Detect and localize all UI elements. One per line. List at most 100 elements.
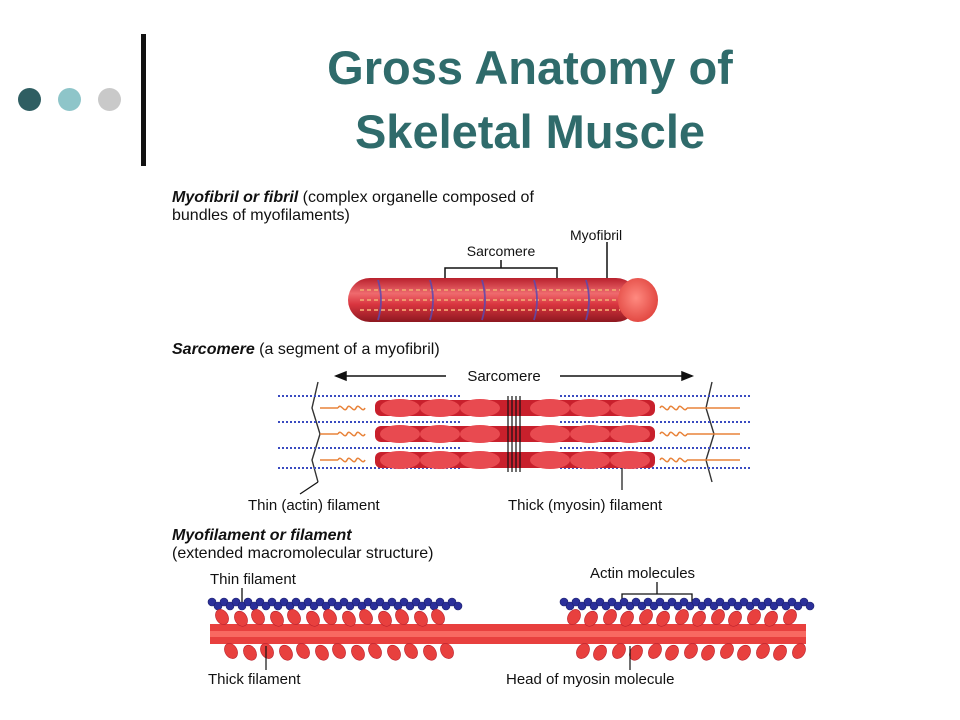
actin-bead (619, 597, 629, 607)
actin-bead (327, 597, 337, 607)
actin-bead (781, 601, 791, 611)
actin-bead (315, 597, 325, 607)
actin-bead (453, 601, 463, 611)
myofibril-cylinder (348, 278, 658, 322)
sarcomere-thick-filaments (375, 396, 655, 472)
sarcomere-heading-bold: Sarcomere (172, 341, 255, 358)
myosin-head (215, 609, 229, 625)
actin-bead (787, 597, 797, 607)
actin-bead (751, 597, 761, 607)
actin-bead (423, 597, 433, 607)
myosin-head (720, 643, 734, 659)
actin-bead (411, 597, 421, 607)
myosin-head (737, 644, 751, 661)
myofibril-heading-rest: (complex organelle composed of (298, 189, 534, 206)
actin-bead (219, 597, 229, 607)
actin-bead (727, 597, 737, 607)
sarcomere-leaders (299, 468, 623, 495)
myosin-head (404, 643, 418, 659)
myosin-head (629, 644, 643, 661)
myosin-head (270, 610, 284, 627)
myosin-head (251, 609, 265, 625)
myosin-head (593, 644, 607, 661)
myosin-head (279, 644, 293, 661)
actin-bead (589, 601, 599, 611)
myofibril-heading-bold: Myofibril or fibril (172, 189, 299, 206)
actin-bead (291, 597, 301, 607)
myosin-head (764, 610, 778, 627)
sarcomere-thick-label: Thick (myosin) filament (508, 497, 663, 514)
actin-bead (279, 597, 289, 607)
myosin-head (665, 644, 679, 661)
actin-bead (273, 601, 283, 611)
actin-bead (667, 597, 677, 607)
myofibril-label: Myofibril (570, 227, 622, 243)
actin-bead (261, 601, 271, 611)
sarcomere-span-label: Sarcomere (467, 368, 540, 385)
actin-bead (715, 597, 725, 607)
myosin-head (306, 610, 320, 627)
bullet-dot-gray (98, 88, 121, 111)
actin-bead (661, 601, 671, 611)
actin-bead (655, 597, 665, 607)
actin-bead (237, 601, 247, 611)
myosin-head (648, 643, 662, 659)
myosin-head (701, 644, 715, 661)
myofilament-thick-label: Thick filament (208, 671, 301, 688)
myofibril-sarcomere-label: Sarcomere (467, 243, 536, 259)
anatomy-diagram: Myofibril or fibril (complex organelle c… (172, 189, 815, 688)
myosin-head (692, 610, 706, 627)
actin-bead (607, 597, 617, 607)
actin-bead (447, 597, 457, 607)
myosin-head (639, 609, 653, 625)
myosin-head (414, 610, 428, 627)
myosin-head (224, 643, 238, 659)
myosin-head (440, 643, 454, 659)
actin-bead (345, 601, 355, 611)
myofibril-sarcomere-bracket (444, 242, 608, 284)
actin-bead (625, 601, 635, 611)
actin-bead (697, 601, 707, 611)
myofilament-head-label: Head of myosin molecule (506, 671, 674, 688)
actin-bead (733, 601, 743, 611)
actin-bead (381, 601, 391, 611)
title-line-1: Gross Anatomy of (327, 41, 733, 94)
actin-bead (571, 597, 581, 607)
actin-bead (757, 601, 767, 611)
myosin-head (323, 609, 337, 625)
actin-bead (405, 601, 415, 611)
myosin-head (260, 643, 274, 659)
actin-bead (255, 597, 265, 607)
myosin-head (387, 644, 401, 661)
actin-bead (745, 601, 755, 611)
myofibril-heading-line2: bundles of myofilaments) (172, 207, 350, 224)
myosin-head (395, 609, 409, 625)
actin-bead (601, 601, 611, 611)
actin-bead (643, 597, 653, 607)
actin-bead (577, 601, 587, 611)
sarcomere-heading-rest: (a segment of a myofibril) (255, 341, 440, 358)
bullet-dot-dark (18, 88, 41, 111)
actin-bead (207, 597, 217, 607)
actin-bead (775, 597, 785, 607)
actin-bead (799, 597, 809, 607)
actin-bead (333, 601, 343, 611)
myosin-head (431, 609, 445, 625)
myofilament-actin-label: Actin molecules (590, 565, 695, 582)
actin-bead (637, 601, 647, 611)
actin-bead (351, 597, 361, 607)
actin-bead (793, 601, 803, 611)
slide-title: Gross Anatomy of Skeletal Muscle (200, 36, 860, 164)
muscle-anatomy-figure: Myofibril or fibril (complex organelle c… (160, 176, 820, 696)
actin-bead (375, 597, 385, 607)
actin-bead (559, 597, 569, 607)
actin-bead (721, 601, 731, 611)
actin-bead (739, 597, 749, 607)
sarcomere-thin-label: Thin (actin) filament (248, 497, 381, 514)
actin-bead (435, 597, 445, 607)
myosin-head (684, 643, 698, 659)
actin-bead (679, 597, 689, 607)
myosin-head (783, 609, 797, 625)
myosin-head (773, 644, 787, 661)
actin-bead (417, 601, 427, 611)
